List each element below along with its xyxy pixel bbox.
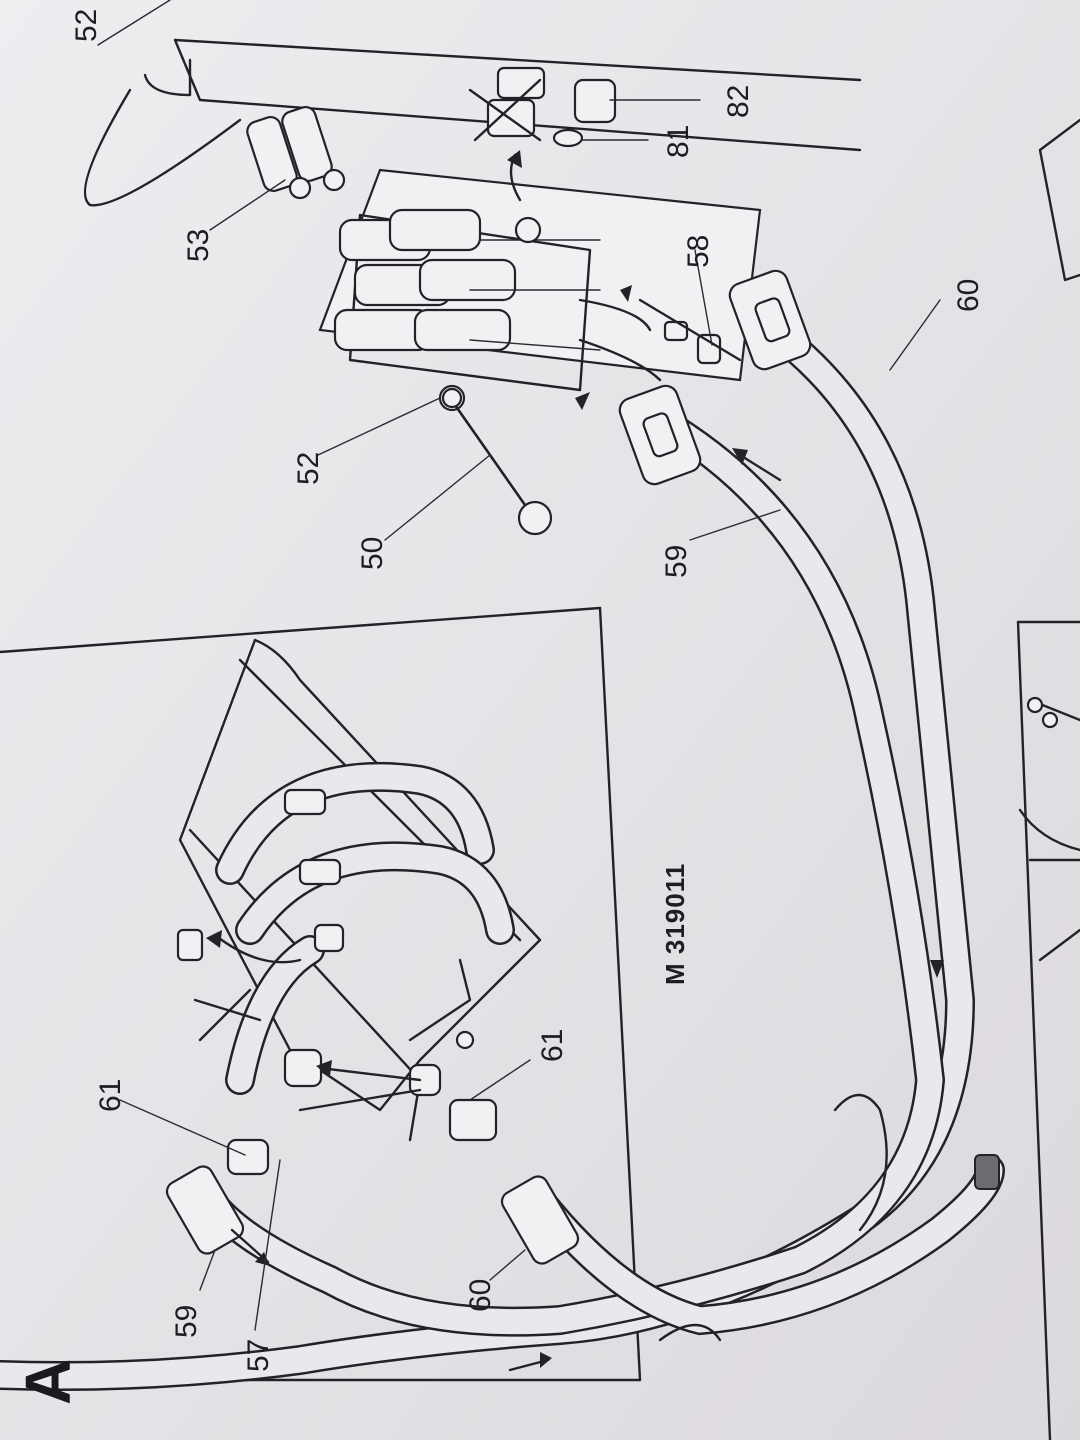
callout-53: 53 bbox=[182, 229, 215, 262]
callout-52-top: 52 bbox=[70, 9, 103, 42]
callout-59-left: 59 bbox=[170, 1305, 203, 1338]
fittings-81-82 bbox=[468, 66, 617, 202]
hose-57 bbox=[525, 1155, 1005, 1336]
leader-lines bbox=[97, 0, 941, 1331]
hose-59 bbox=[195, 405, 946, 1337]
drawing-id: M 319011 bbox=[660, 863, 690, 985]
callout-60-right: 60 bbox=[952, 279, 985, 312]
callout-58: 58 bbox=[682, 235, 715, 268]
bolt-53 bbox=[246, 106, 346, 200]
callout-57: 57 bbox=[242, 1339, 275, 1372]
valve-spools bbox=[333, 208, 517, 352]
callout-61-mid: 61 bbox=[536, 1029, 569, 1062]
mounting-bracket bbox=[83, 38, 1080, 282]
inset-lower-right bbox=[1018, 696, 1080, 962]
detail-a-drawing bbox=[176, 638, 542, 1176]
flow-arrows bbox=[230, 285, 944, 1372]
section-letter-a: A bbox=[12, 1359, 84, 1405]
callout-59-right: 59 bbox=[660, 545, 693, 578]
control-valve-block bbox=[318, 168, 762, 412]
callout-82: 82 bbox=[722, 85, 755, 118]
callout-52-mid: 52 bbox=[292, 452, 325, 485]
hose-end-fittings bbox=[165, 269, 1000, 1265]
detail-a-hoses bbox=[215, 762, 515, 1095]
callout-labels: 52 53 82 81 58 60 52 50 59 61 61 59 60 5… bbox=[12, 9, 985, 1405]
callout-50: 50 bbox=[356, 537, 389, 570]
callout-81: 81 bbox=[662, 125, 695, 158]
hose-clip bbox=[658, 1093, 888, 1342]
connector-58 bbox=[638, 298, 742, 365]
callout-61-top: 61 bbox=[94, 1079, 127, 1112]
callout-60-left: 60 bbox=[464, 1279, 497, 1312]
